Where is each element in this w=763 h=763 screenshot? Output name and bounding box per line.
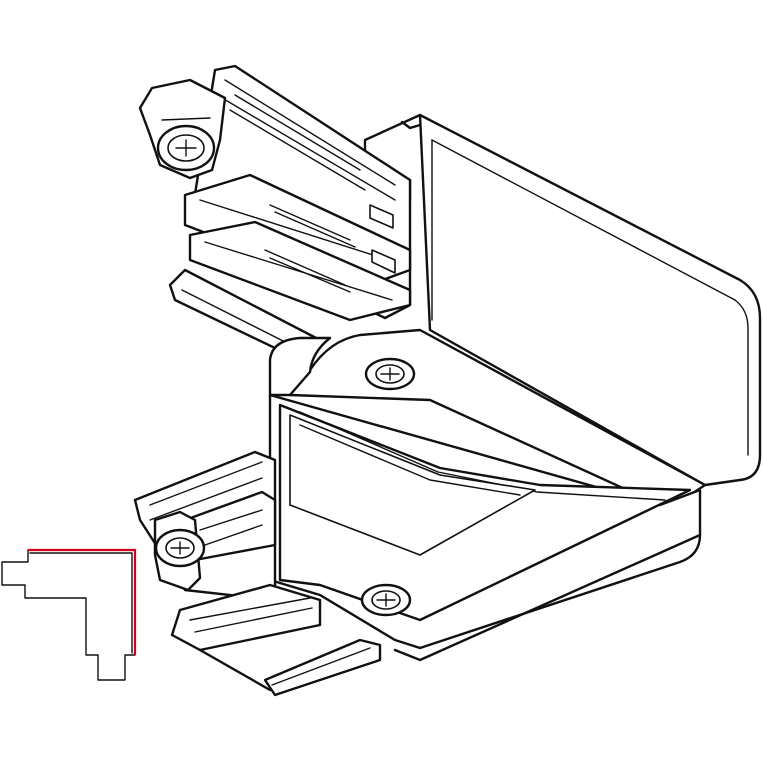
corner-indicator-icon bbox=[1, 548, 137, 681]
corner-indicator-red-line bbox=[28, 548, 137, 655]
lower-screw-terminal bbox=[153, 510, 206, 592]
upper-track-adapter bbox=[168, 64, 412, 362]
housing-horizontal-arm bbox=[268, 393, 702, 662]
upper-screw-terminal bbox=[138, 78, 227, 180]
top-screw-icon bbox=[364, 357, 416, 391]
bottom-screw-icon bbox=[360, 583, 412, 617]
elbow-joint bbox=[268, 328, 707, 507]
